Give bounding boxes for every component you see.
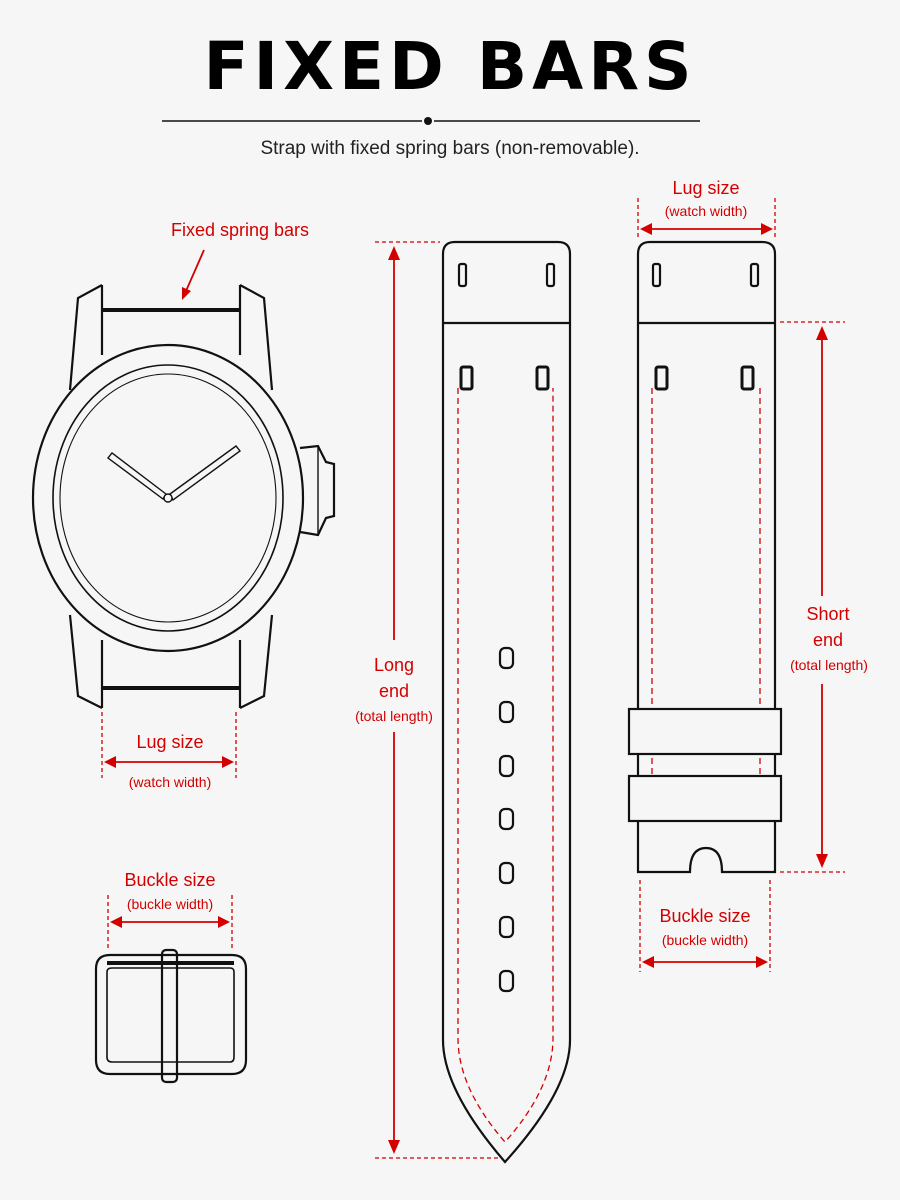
label-lug-size-watch-sub: (watch width) [128,774,212,790]
page-subtitle: Strap with fixed spring bars (non-remova… [260,138,640,159]
watch-upper-lugs [68,284,274,391]
short-strap-stitching [651,388,761,780]
watch-crown [299,444,336,537]
label-buckle-size-right-sub: (buckle width) [661,932,749,948]
watch-case [31,343,305,653]
long-strap-illustration [441,240,572,1164]
long-strap-holes [498,646,515,993]
label-lug-size-top: Lug size [672,178,740,198]
label-short-end-sub: (total length) [790,657,868,673]
label-long-end-sub: (total length) [355,708,433,724]
watch-dial [59,373,277,623]
label-lug-size-top-sub: (watch width) [664,203,748,219]
watch-hour-hand [107,452,167,501]
watch-minute-hand [169,445,242,502]
label-short-end-line2: end [812,630,844,650]
title-divider [162,117,700,125]
label-long-end-line1: Long [373,655,415,675]
label-fixed-spring-bars: Fixed spring bars [170,220,310,240]
buckle-frame [94,953,248,1076]
page-title: FIXED BARS [203,28,697,105]
label-long-end-line2: end [378,681,410,701]
watch-bezel [52,364,284,632]
label-buckle-size-left: Buckle size [124,870,216,890]
watch-hand-pivot [163,493,173,503]
short-strap-outline [636,240,777,874]
label-buckle-size-right: Buckle size [659,906,751,926]
label-buckle-size-left-sub: (buckle width) [126,896,214,912]
short-strap-illustration [627,240,783,874]
long-strap-outline [441,240,572,1164]
long-strap-stitching [457,388,554,1143]
watch-lower-lugs [68,614,274,709]
measurement-markers [101,198,845,1159]
watch-illustration [31,284,336,709]
label-short-end-line1: Short [806,604,850,624]
buckle-tongue [160,948,179,1084]
buckle-illustration [94,948,248,1084]
strap-keeper-floating [627,774,783,823]
strap-keeper-fixed [627,707,783,756]
label-lug-size-watch: Lug size [136,732,204,752]
